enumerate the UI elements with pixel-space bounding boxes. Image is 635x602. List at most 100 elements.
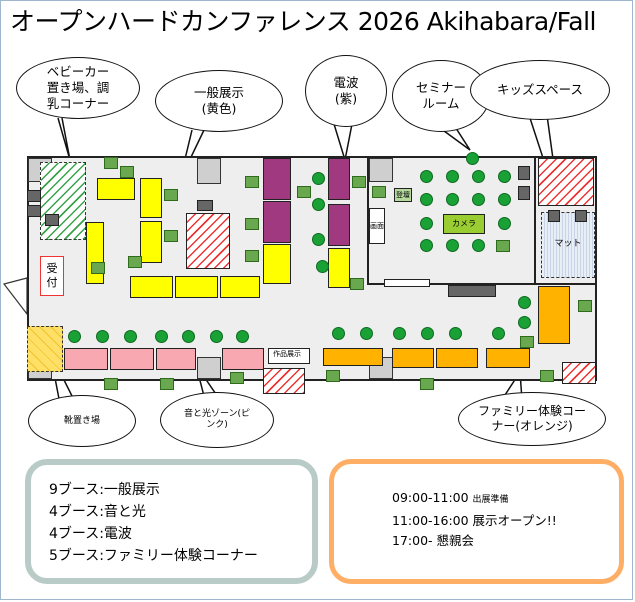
cart [45,214,59,226]
pillar [197,158,221,184]
sound-booth [110,348,154,370]
radio-booth [328,204,350,246]
shoe-area [27,326,63,372]
general-booth [140,178,162,218]
chair [120,166,134,178]
round-seat [518,296,531,309]
kids-wall [534,156,536,284]
family-booth [323,348,383,366]
legend-family: 5ブース:ファミリー体験コーナー [49,548,258,564]
legend-general: 9ブース:一般展示 [49,482,160,498]
callout-stroller: ベビーカー置き場、調乳コーナー [16,57,140,119]
seminar-table [384,279,430,287]
family-booth [486,348,530,368]
seminar-seat [446,170,459,183]
sound-booth [64,348,108,370]
bench [448,285,496,297]
chair [104,378,118,390]
round-seat [312,172,325,185]
radio-booth [328,158,350,200]
general-booth [263,244,291,284]
reserved-area [538,158,594,206]
chair [352,176,366,188]
callout-shoes: 靴置き場 [28,395,136,447]
chair [326,370,340,382]
kids-mat: マット [541,212,595,278]
round-seat [421,327,434,340]
round-seat [312,198,325,211]
schedule-party: 17:00- 懇親会 [392,533,475,548]
round-seat [236,330,249,343]
round-seat [360,327,373,340]
general-booth [140,221,162,263]
round-seat [182,330,195,343]
round-seat [96,330,109,343]
legend-radio: 4ブース:電波 [49,526,132,542]
page-title: オープンハードカンファレンス 2026 Akihabara/Fall [10,7,596,36]
seminar-seat [498,170,511,183]
round-seat [518,316,531,329]
chair [230,372,244,384]
chair [578,300,592,312]
general-booth [328,248,350,288]
sound-booth [156,348,196,370]
chair [91,262,105,274]
round-seat [449,327,462,340]
cart [27,205,41,217]
camera: カメラ [443,214,485,234]
chair [350,278,364,290]
seminar-seat [420,217,433,230]
general-booth [86,222,104,284]
speaker [518,166,530,180]
chair [520,336,534,348]
chair [245,218,259,230]
seminar-wall-bottom [367,283,597,285]
callout-kids: キッズスペース [470,60,610,120]
family-booth [538,286,570,344]
chair [540,370,554,382]
chair [372,186,386,198]
round-seat [210,330,223,343]
round-seat [68,330,81,343]
chair [245,250,259,262]
family-booth [436,348,478,368]
chair [128,256,142,268]
chair [420,378,434,390]
general-booth [175,276,218,298]
reserved-area [263,368,305,394]
seminar-seat [446,193,459,206]
seminar-seat [420,193,433,206]
pillar [197,357,221,379]
chair [160,378,174,390]
radio-booth [263,158,291,200]
reception: 受付 [40,256,64,296]
kids-equipment [548,210,560,222]
chair [164,230,178,242]
screen: 画面 [369,208,385,244]
equipment [197,200,213,211]
general-booth [220,276,260,298]
chair [164,189,178,201]
general-booth [97,178,135,200]
booth-legend: 9ブース:一般展示 4ブース:音と光 4ブース:電波 5ブース:ファミリー体験コ… [25,459,318,584]
general-booth [130,276,173,298]
seminar-seat [472,239,485,252]
round-seat [316,260,329,273]
chair [104,157,118,169]
chair [297,186,311,198]
schedule-open: 11:00-16:00 展示オープン!! [392,513,557,528]
seminar-seat [446,239,459,252]
round-seat [312,233,325,246]
cart [27,190,41,202]
speaker [518,186,530,200]
radio-booth [263,201,291,243]
podium: 登壇 [394,188,412,202]
seminar-seat [472,170,485,183]
round-seat [155,330,168,343]
callout-sound: 音と光ゾーン(ピンク) [160,392,274,448]
family-booth [392,348,434,368]
seminar-seat [466,152,479,165]
works-display: 作品展示 [268,348,310,364]
pillar [369,158,393,182]
